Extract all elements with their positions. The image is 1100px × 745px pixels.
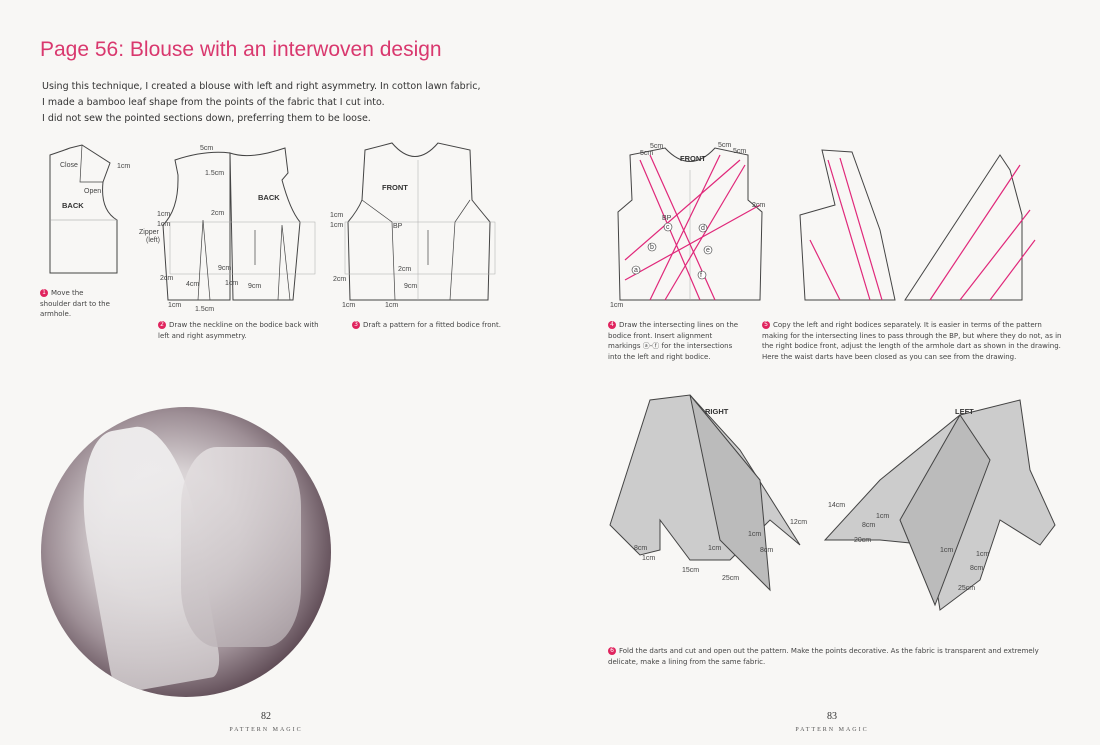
diagram-label: FRONT [680,154,706,163]
diagram-label: 1cm [642,555,655,562]
diagram-label: BP [662,215,672,222]
diagram-1-back-bodice [49,144,118,274]
svg-text:e: e [706,247,710,254]
mark-d: d [698,223,708,233]
footer-right: PATTERN MAGIC [795,727,869,733]
mark-e: e [703,245,713,255]
diagram-label: 1cm [940,547,953,554]
mark-f: f [697,270,707,280]
diagram-label: 1cm [168,302,181,309]
diagram-2-back-bodice [162,147,316,301]
alignment-marks: a b c d e f [631,222,713,280]
diagram-label: 25cm [958,585,975,592]
diagram-label: 4cm [186,281,199,288]
diagram-3-front-bodice [344,142,496,301]
diagram-label: 1cm [610,302,623,309]
diagram-label: 25cm [722,575,739,582]
footer-left: PATTERN MAGIC [229,727,303,733]
diagram-label: 1cm [976,551,989,558]
diagram-label: 1cm [157,211,170,218]
diagram-label: 8cm [970,565,983,572]
diagram-label: 9cm [404,283,417,290]
diagram-label: 1cm [748,531,761,538]
diagram-label: BACK [62,201,84,210]
diagram-label: 1cm [342,302,355,309]
diagram-label: 20cm [854,537,871,544]
diagram-label: 1cm [876,513,889,520]
intro-line: I made a bamboo leaf shape from the poin… [42,97,385,108]
svg-text:c: c [666,224,670,231]
diagram-label: 1cm [385,302,398,309]
diagram-label: RIGHT [705,407,729,416]
diagram-label: 1cm [330,212,343,219]
diagram-label: 1.5cm [205,170,224,177]
svg-text:d: d [701,225,705,232]
blouse-photo [41,407,331,697]
mark-c: c [663,222,673,232]
diagram-label: 2cm [160,275,173,282]
diagram-6-open-pattern [609,394,1056,611]
page-number-left: 82 [261,711,271,722]
svg-text:b: b [650,244,654,251]
diagram-label: BACK [258,193,280,202]
diagram-label: FRONT [382,183,408,192]
diagram-label: 14cm [828,502,845,509]
intro-line: Using this technique, I created a blouse… [42,81,481,92]
svg-text:a: a [634,267,638,274]
diagram-label: 9cm [218,265,231,272]
page-number-right: 83 [827,711,837,722]
diagram-label: 5cm [200,145,213,152]
diagram-label: Close [60,162,78,169]
diagram-4-front-intersecting [617,147,763,301]
diagram-label: 5cm [733,148,746,155]
diagram-label: 5cm [640,150,653,157]
page-title: Page 56: Blouse with an interwoven desig… [40,38,442,61]
diagram-label: LEFT [955,407,974,416]
diagram-label: 8cm [634,545,647,552]
diagram-label: 1cm [708,545,721,552]
diagram-label: 2cm [333,276,346,283]
diagram-label: 8cm [862,522,875,529]
mark-b: b [647,242,657,252]
diagram-label: 8cm [760,547,773,554]
diagram-label: 12cm [790,519,807,526]
diagram-label: 1cm [225,280,238,287]
diagram-label: 9cm [248,283,261,290]
diagram-label: 15cm [682,567,699,574]
diagram-label: Zipper [139,229,160,236]
diagram-label: 2cm [752,202,765,209]
diagram-label: Open [84,188,101,195]
intro-line: I did not sew the pointed sections down,… [42,113,371,124]
diagram-label: 5cm [718,142,731,149]
diagram-label: (left) [146,237,160,244]
diagram-label: 1cm [157,221,170,228]
diagram-label: 1.5cm [195,306,214,313]
diagram-label: 2cm [211,210,224,217]
diagram-label: 5cm [650,143,663,150]
diagram-label: BP [393,223,403,230]
diagram-label: 1cm [330,222,343,229]
svg-text:f: f [700,272,702,279]
mark-a: a [631,265,641,275]
diagram-label: 2cm [398,266,411,273]
diagram-label: 1cm [117,163,130,170]
diagram-5-separate-bodices [799,149,1036,301]
